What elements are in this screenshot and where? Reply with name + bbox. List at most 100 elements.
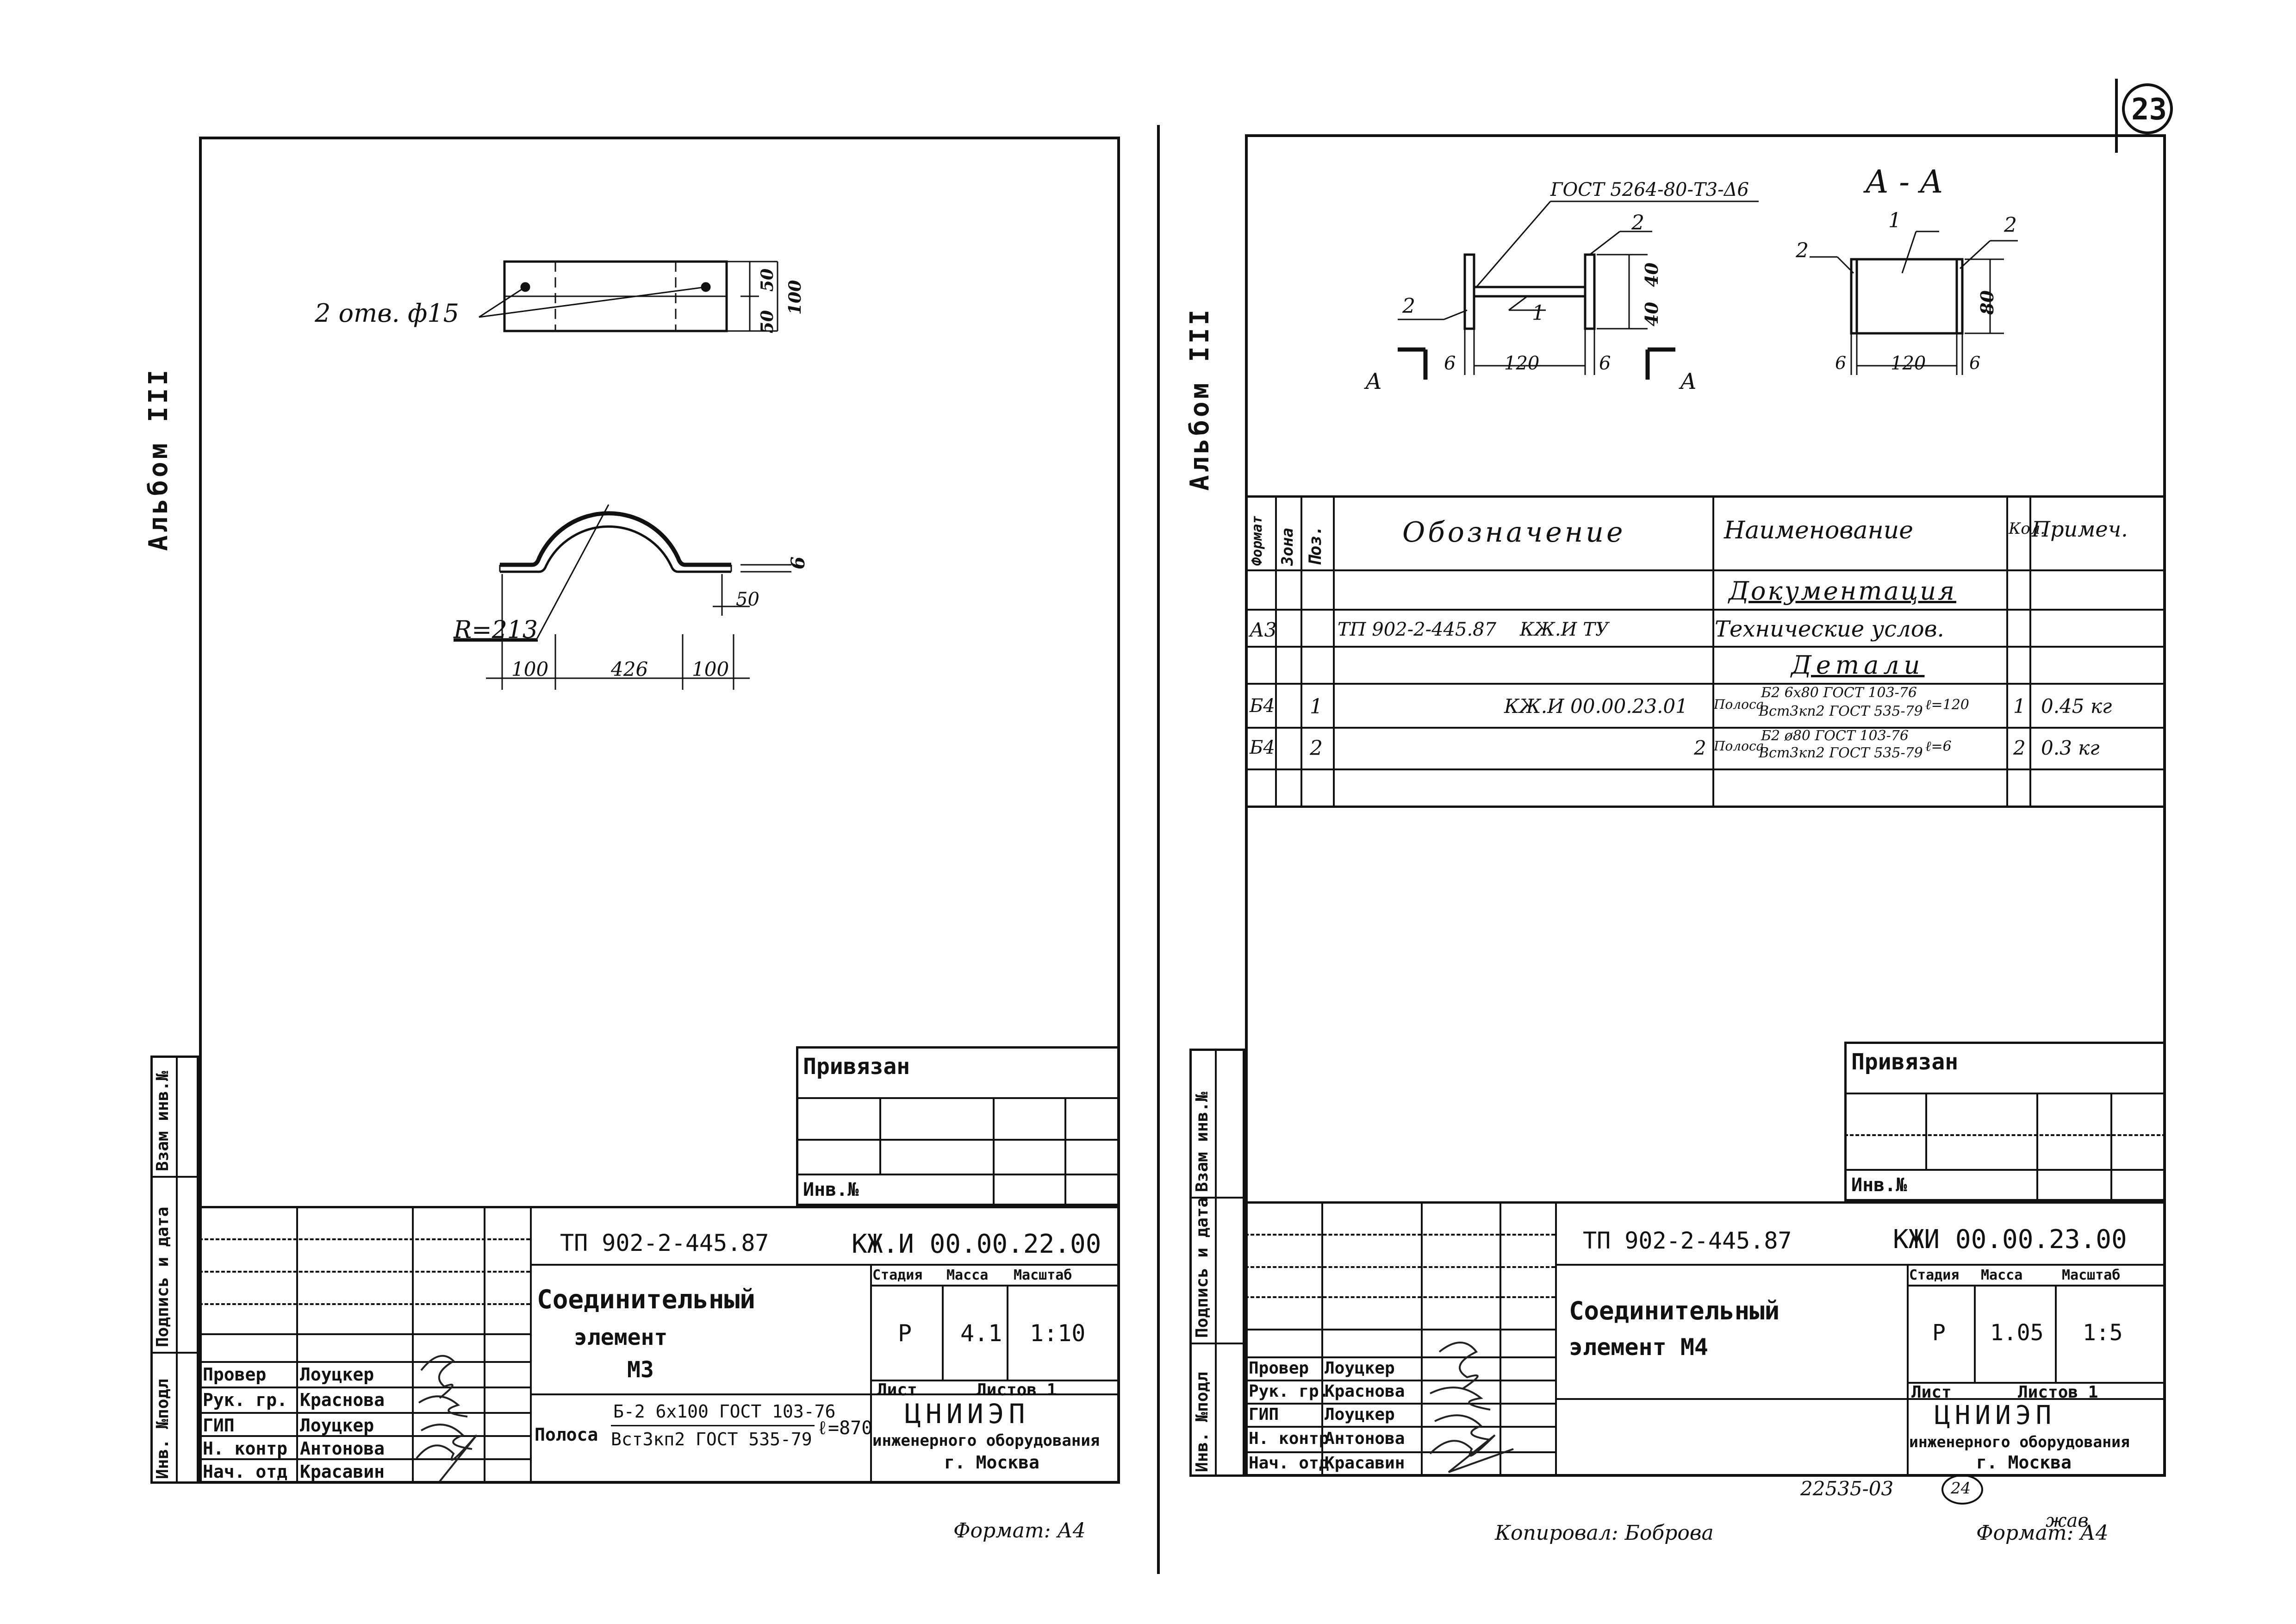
spec-row1-spec-bottom: Вст3кп2 ГОСТ 535-79 (1759, 703, 1923, 719)
right-side-label-replace: Взам инв.№ (1193, 1092, 1212, 1192)
spec-row1-qty: 1 (2013, 695, 2026, 718)
right-mark-1: 1 (1532, 301, 1545, 325)
left-drawing-code: КЖ.И 00.00.22.00 (852, 1229, 1101, 1259)
left-material-spec-bottom: Вст3кп2 ГОСТ 535-79 (611, 1429, 812, 1449)
spec-doc-name: Технические услов. (1715, 616, 1944, 642)
right-role-prover: Провер (1249, 1359, 1309, 1378)
spec-header-format: Формат (1249, 515, 1265, 566)
spec-header-name: Наименование (1724, 517, 1914, 544)
right-dim-40b: 40 (1641, 302, 1662, 326)
left-side-label-replace: Взам инв.№ (153, 1071, 172, 1171)
right-scale-value: 1:5 (2083, 1320, 2123, 1346)
right-org-name: ЦНИИЭП (1935, 1400, 2056, 1430)
right-org-city: г. Москва (1976, 1452, 2072, 1473)
left-mass-header: Масса (946, 1267, 989, 1283)
left-name-2: Краснова (300, 1390, 385, 1410)
spec-row1-note: 0.45 кг (2041, 695, 2112, 718)
right-side-label-inv: Инв. №подл (1193, 1372, 1212, 1472)
right-role-gip: ГИП (1249, 1405, 1279, 1424)
left-name-5: Красавин (300, 1462, 385, 1482)
right-section-dim-6b: 6 (1969, 353, 1981, 373)
right-dim-6-left: 6 (1444, 353, 1456, 374)
spec-row1-spec-top: Б2 6х80 ГОСТ 103-76 (1761, 685, 1917, 701)
spec-row2-len: ℓ=6 (1925, 738, 1952, 755)
right-name-4: Антонова (1325, 1429, 1405, 1448)
right-mass-header: Масса (1981, 1267, 2023, 1283)
left-title-line3: М3 (627, 1357, 654, 1383)
right-doc-sheet-circle (1941, 1474, 1983, 1505)
left-project-code: ТП 902-2-445.87 (560, 1230, 769, 1256)
page-number-badge (2122, 83, 2173, 134)
right-scale-header: Масштаб (2062, 1267, 2121, 1283)
left-dim-100: 100 (785, 280, 805, 315)
spec-section-docs: Документация (1729, 576, 1956, 606)
spec-row2-designation: 2 (1694, 737, 1706, 759)
right-stage-value: Р (1932, 1320, 1946, 1346)
spec-row1-len: ℓ=120 (1925, 697, 1969, 713)
left-side-label-sign: Подпись и дата (153, 1206, 172, 1347)
right-section-dim-80: 80 (1977, 290, 1997, 315)
spec-row2-format: Б4 (1250, 737, 1275, 758)
left-title-line2: элемент (574, 1324, 668, 1350)
spec-header-pos: Поз. (1306, 525, 1325, 566)
spec-header-qty: Кол. (2009, 519, 2046, 538)
left-dim-100b: 100 (692, 658, 729, 681)
right-section-title: А - А (1865, 164, 1944, 200)
right-format-label: Формат: А4 (1976, 1521, 2109, 1545)
left-dim-50b: 50 (758, 268, 777, 292)
right-mark-2-top: 2 (1631, 211, 1644, 235)
spec-row1-designation: КЖ.И 00.00.23.01 (1504, 695, 1688, 718)
right-doc-sheet-mark: 24 (1951, 1479, 1971, 1498)
left-album-label: Альбом III (143, 367, 174, 551)
spec-row2-note: 0.3 кг (2041, 737, 2100, 759)
right-name-5: Красавин (1325, 1454, 1405, 1473)
left-scale-header: Масштаб (1014, 1267, 1072, 1283)
right-stage-header: Стадия (1909, 1267, 1960, 1283)
left-role-ruk: Рук. гр. (203, 1390, 288, 1410)
left-dim-50-flange: 50 (736, 589, 759, 610)
left-radius-label: R=213 (454, 616, 538, 644)
left-format-label: Формат: А4 (953, 1519, 1086, 1543)
right-doc-number: 22535-03 (1800, 1477, 1894, 1500)
right-section-dim-6a: 6 (1835, 353, 1847, 373)
left-inv-label: Инв.№ (803, 1179, 859, 1200)
left-material-length: ℓ=870 (817, 1418, 873, 1439)
left-stage-value: Р (898, 1320, 912, 1347)
left-title-block (199, 1206, 1120, 1484)
right-section-mark-2-left: 2 (1796, 239, 1809, 262)
spec-row1-name: Полоса (1714, 697, 1764, 712)
right-privyazan-label: Привязан (1851, 1049, 1959, 1075)
right-signatures (1429, 1342, 1514, 1473)
right-mass-value: 1.05 (1990, 1320, 2044, 1346)
left-sheet (199, 137, 1120, 1484)
right-corner-note: жав (2046, 1510, 2089, 1531)
right-section-mark-1: 1 (1888, 209, 1901, 232)
left-title-line1: Соединительный (537, 1285, 756, 1315)
left-name-3: Лоуцкер (300, 1415, 374, 1436)
right-section-mark-right: А (1680, 369, 1697, 394)
right-role-nachotd: Нач. отд (1249, 1454, 1329, 1473)
left-privyazan-block (796, 1046, 1120, 1206)
spec-header-designation: Обозначение (1402, 516, 1626, 549)
right-inv-label: Инв.№ (1851, 1174, 1907, 1196)
right-section-mark-2-right: 2 (2004, 213, 2017, 237)
spec-row2-spec-bottom: Вст3кп2 ГОСТ 535-79 (1759, 745, 1923, 761)
spec-row2-name: Полоса (1714, 738, 1764, 754)
right-dim-40a: 40 (1641, 262, 1662, 287)
right-section-mark-left: А (1365, 369, 1382, 394)
left-drawing-strip (479, 260, 778, 332)
left-side-label-inv: Инв. №подл (153, 1379, 172, 1479)
spec-row1-pos: 1 (1310, 695, 1323, 718)
right-drawing-code: КЖИ 00.00.23.00 (1893, 1224, 2127, 1255)
spec-header-zone: Зона (1278, 528, 1297, 566)
spec-row2-spec-top: Б2 ø80 ГОСТ 103-76 (1761, 728, 1909, 744)
left-drawing-clamp (454, 504, 791, 690)
right-side-stamp (1189, 1049, 1245, 1477)
left-privyazan-label: Привязан (803, 1054, 910, 1080)
spec-doc-format: А3 (1250, 618, 1277, 641)
left-sheet-label: Лист (877, 1380, 917, 1399)
spec-header-note: Примеч. (2032, 517, 2128, 542)
right-dim-6-right: 6 (1599, 353, 1611, 374)
left-dim-thickness: 6 (787, 556, 809, 569)
right-role-ruk: Рук. гр. (1249, 1382, 1329, 1401)
